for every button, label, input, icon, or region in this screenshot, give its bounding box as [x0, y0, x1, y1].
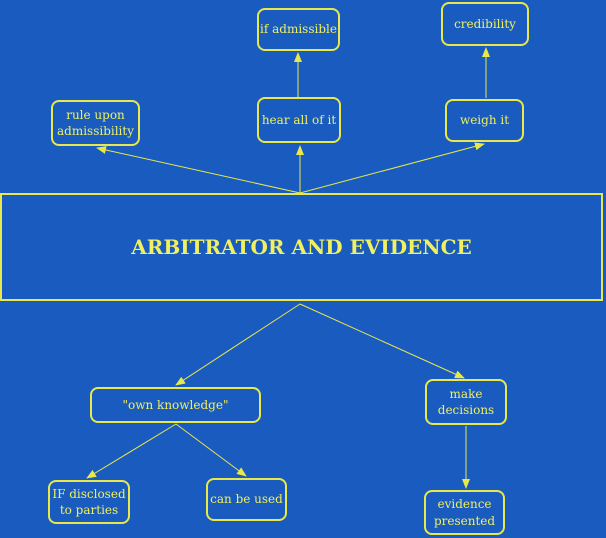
node-evidence-presented-line-2: presented [433, 513, 496, 528]
node-own-knowledge-line: "own knowledge" [122, 397, 229, 412]
connector-main-to-make-decisions [299, 303, 465, 379]
main-topic-box: ARBITRATOR AND EVIDENCE [0, 193, 603, 301]
node-evidence-presented: evidence presented [424, 490, 505, 535]
node-if-admissible-line: if admissible [260, 22, 337, 37]
node-can-be-used: can be used [206, 478, 287, 521]
connector-main-to-rule-upon [96, 146, 301, 194]
node-make-decisions: make decisions [425, 379, 507, 425]
node-can-be-used-line: can be used [210, 492, 283, 507]
node-if-disclosed: IF disclosed to parties [48, 480, 130, 524]
node-rule-upon-admissibility: rule upon admissibility [51, 100, 140, 146]
node-if-disclosed-line-2: to parties [59, 503, 119, 517]
connector-main-to-weigh-it [299, 142, 485, 194]
node-if-admissible: if admissible [257, 8, 340, 51]
node-credibility-line: credibility [454, 16, 516, 31]
node-rule-upon-line-1: rule upon [66, 107, 125, 122]
connector-own-knowledge-to-if-disclosed [86, 423, 177, 479]
node-rule-upon-line-2: admissibility [56, 124, 134, 138]
node-hear-all-of-it: hear all of it [257, 97, 341, 143]
node-make-decisions-line-2: decisions [437, 403, 495, 417]
node-hear-all-line: hear all of it [261, 112, 337, 127]
connector-own-knowledge-to-can-be-used [175, 423, 247, 477]
node-weigh-it: weigh it [445, 99, 524, 142]
node-if-disclosed-line-1: IF disclosed [52, 486, 126, 501]
node-make-decisions-line-1: make [449, 386, 483, 401]
node-evidence-presented-line-1: evidence [437, 497, 492, 512]
node-credibility: credibility [441, 2, 529, 46]
node-weigh-it-line: weigh it [459, 113, 510, 128]
connector-main-to-own-knowledge [175, 303, 301, 386]
main-topic-title: ARBITRATOR AND EVIDENCE [131, 235, 472, 259]
node-own-knowledge: "own knowledge" [90, 387, 261, 423]
